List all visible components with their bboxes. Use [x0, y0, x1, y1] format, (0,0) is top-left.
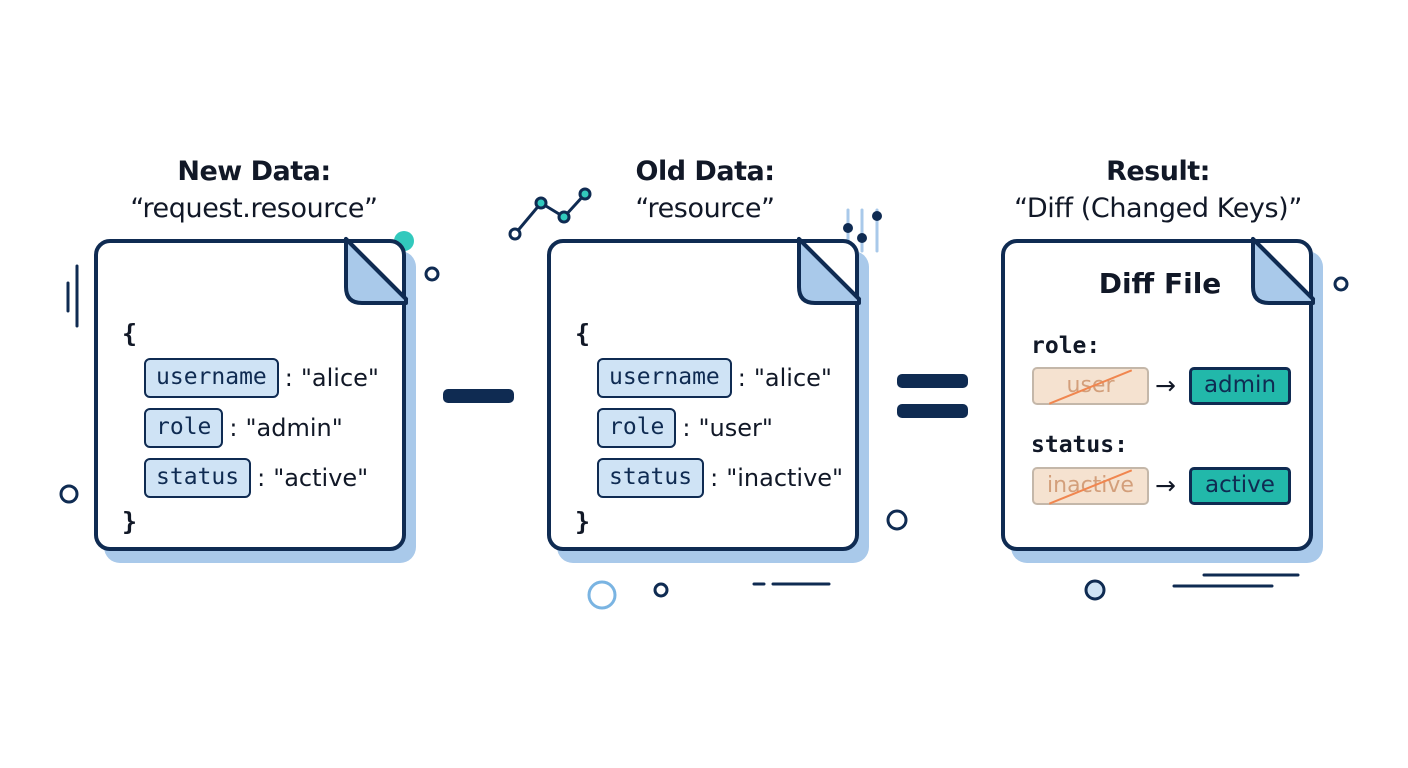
- minus-operator: [443, 389, 514, 403]
- decorative-circle: [1084, 579, 1106, 601]
- key-username-chip: username: [597, 358, 732, 398]
- decorative-circle: [59, 484, 79, 504]
- json-open-brace: {: [575, 319, 591, 348]
- new-status-chip: active: [1189, 467, 1291, 505]
- key-role-chip: role: [597, 408, 677, 448]
- diff-file-title: Diff File: [1098, 267, 1222, 300]
- json-entry-status: status : "active": [144, 457, 392, 499]
- equals-operator-bottom: [897, 404, 968, 418]
- old-data-card: { username : "alice" role : "user" statu…: [547, 237, 861, 551]
- result-card: Diff File role: user → admin status: ina…: [1001, 237, 1315, 551]
- decorative-circle: [1333, 276, 1349, 292]
- key-value-separator: :: [682, 414, 691, 442]
- decorative-circle: [886, 509, 908, 531]
- page-fold-icon: [797, 237, 861, 305]
- key-value-separator: :: [257, 464, 266, 492]
- decorative-lines-left: [66, 264, 79, 328]
- old-status-value: inactive: [1047, 473, 1134, 498]
- key-status-chip: status: [144, 458, 252, 498]
- result-title-label: Result:: [1106, 156, 1210, 187]
- old-data-json: { username : "alice" role : "user" statu…: [575, 319, 845, 537]
- changed-key-status-label: status:: [1031, 432, 1128, 458]
- old-role-value: user: [1066, 373, 1115, 398]
- value-role: "admin": [245, 414, 343, 442]
- decorative-circle: [424, 266, 440, 282]
- key-value-separator: :: [737, 364, 746, 392]
- status-change-arrow: →: [1155, 471, 1176, 500]
- json-close-brace: }: [575, 507, 591, 536]
- key-value-separator: :: [710, 464, 719, 492]
- new-data-json: { username : "alice" role : "admin" stat…: [122, 319, 392, 537]
- result-title: Result: “Diff (Changed Keys)”: [978, 154, 1338, 228]
- old-role-chip: user: [1032, 367, 1149, 405]
- new-data-title: New Data: “request.resource”: [74, 154, 434, 228]
- key-status-chip: status: [597, 458, 705, 498]
- old-data-title: Old Data: “resource”: [525, 154, 885, 228]
- key-value-separator: :: [284, 364, 293, 392]
- json-open-brace: {: [122, 319, 138, 348]
- decorative-lines: [752, 582, 831, 586]
- role-change-arrow: →: [1155, 371, 1176, 400]
- old-status-chip: inactive: [1032, 467, 1149, 505]
- old-data-title-label: Old Data:: [635, 156, 776, 187]
- key-role-chip: role: [144, 408, 224, 448]
- key-value-separator: :: [229, 414, 238, 442]
- result-title-source: “Diff (Changed Keys)”: [1014, 193, 1302, 224]
- new-data-title-label: New Data:: [177, 156, 331, 187]
- value-username: "alice": [300, 364, 379, 392]
- value-status: "inactive": [726, 464, 844, 492]
- key-username-chip: username: [144, 358, 279, 398]
- json-entry-role: role : "admin": [144, 407, 392, 449]
- page-fold-icon: [344, 237, 408, 305]
- json-close-brace: }: [122, 507, 138, 536]
- json-entry-role: role : "user": [597, 407, 845, 449]
- json-entry-username: username : "alice": [597, 357, 845, 399]
- value-username: "alice": [753, 364, 832, 392]
- old-data-title-source: “resource”: [635, 193, 775, 224]
- equals-operator-top: [897, 374, 968, 388]
- decorative-lines: [1172, 573, 1300, 588]
- json-entry-status: status : "inactive": [597, 457, 845, 499]
- changed-key-role-label: role:: [1031, 333, 1101, 359]
- new-role-chip: admin: [1189, 367, 1291, 405]
- page-fold-icon: [1251, 237, 1315, 305]
- new-data-title-source: “request.resource”: [130, 193, 378, 224]
- json-entry-username: username : "alice": [144, 357, 392, 399]
- decorative-circle: [587, 580, 617, 610]
- value-role: "user": [698, 414, 773, 442]
- new-data-card: { username : "alice" role : "admin" stat…: [94, 237, 408, 551]
- decorative-circle: [653, 582, 669, 598]
- value-status: "active": [273, 464, 369, 492]
